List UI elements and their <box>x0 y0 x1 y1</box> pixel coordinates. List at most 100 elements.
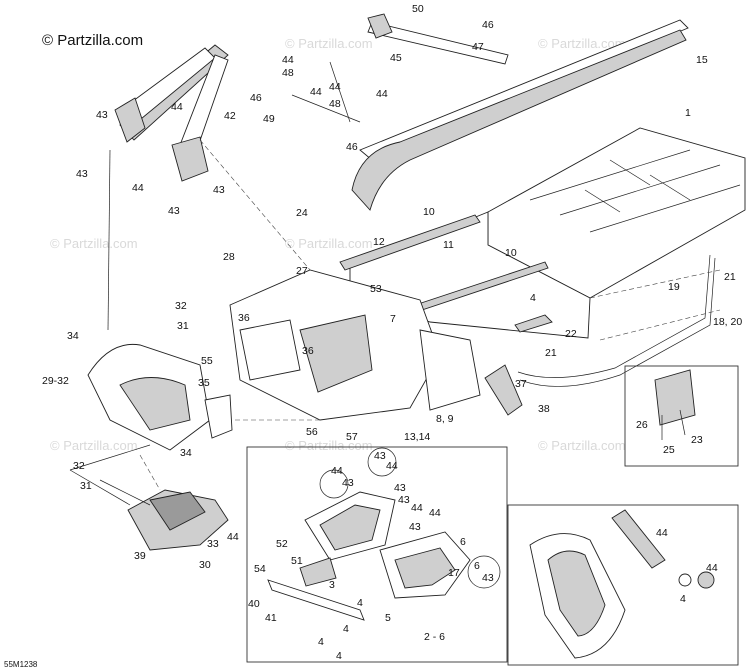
callout-label: 44 <box>331 465 343 477</box>
watermark: © Partzilla.com <box>285 438 373 453</box>
callout-label: 25 <box>663 444 675 456</box>
leader-lines <box>69 139 721 506</box>
callout-label: 30 <box>199 559 211 571</box>
callout-label: 33 <box>207 538 219 550</box>
callout-label: 4 <box>336 650 342 662</box>
callout-label: 7 <box>390 313 396 325</box>
callout-label: 31 <box>80 480 92 492</box>
callout-label: 21 <box>724 271 736 283</box>
callout-label: 40 <box>248 598 260 610</box>
drawing-code: 55M1238 <box>4 660 38 669</box>
callout-label: 42 <box>224 110 236 122</box>
callout-label: 6 <box>460 536 466 548</box>
callout-label: 44 <box>411 502 423 514</box>
callout-label: 44 <box>171 101 183 113</box>
callout-label: 44 <box>329 81 341 93</box>
copyright-text: © Partzilla.com <box>42 32 143 49</box>
callout-label: 5 <box>385 612 391 624</box>
inset-idler-detail <box>529 509 715 659</box>
callout-label: 44 <box>656 527 668 539</box>
callout-label: 44 <box>386 460 398 472</box>
callout-label: 44 <box>282 54 294 66</box>
callout-label: 10 <box>505 247 517 259</box>
callout-label: 4 <box>343 623 349 635</box>
callout-label: 45 <box>390 52 402 64</box>
callout-label: 12 <box>373 236 385 248</box>
callout-label: 32 <box>175 300 187 312</box>
callout-label: 55 <box>201 355 213 367</box>
callout-label: 36 <box>238 312 250 324</box>
callout-label: 24 <box>296 207 308 219</box>
callout-label: 43 <box>394 482 406 494</box>
callout-label: 44 <box>227 531 239 543</box>
callout-label: 29-32 <box>42 375 69 387</box>
callout-label: 4 <box>680 593 686 605</box>
callout-label: 43 <box>168 205 180 217</box>
inset-front-frame-detail <box>267 447 501 621</box>
callout-label: 46 <box>250 92 262 104</box>
callout-label: 19 <box>668 281 680 293</box>
callout-label: 21 <box>545 347 557 359</box>
callout-label: 11 <box>443 239 454 251</box>
callout-label: 48 <box>329 98 341 110</box>
callout-label: 4 <box>357 597 363 609</box>
callout-label: 49 <box>263 113 275 125</box>
callout-label: 44 <box>132 182 144 194</box>
callout-label: 34 <box>180 447 192 459</box>
front-nose-29-32 <box>87 343 233 451</box>
callout-labels: 50 46 47 15 44 48 45 44 48 44 46 49 44 4… <box>42 3 742 662</box>
callout-label: 52 <box>276 538 288 550</box>
callout-label: 8, 9 <box>436 413 454 425</box>
callout-label: 31 <box>177 320 189 332</box>
watermark: © Partzilla.com <box>538 36 626 51</box>
watermark-group: © Partzilla.com © Partzilla.com © Partzi… <box>50 36 626 453</box>
inset-bracket-detail <box>654 369 696 440</box>
callout-label: 43 <box>409 521 421 533</box>
callout-label: 36 <box>302 345 314 357</box>
callout-label: 53 <box>370 283 382 295</box>
callout-label: 44 <box>706 562 718 574</box>
callout-label: 15 <box>696 54 708 66</box>
inset-box-front-frame <box>246 446 508 663</box>
callout-label: 43 <box>398 494 410 506</box>
callout-label: 10 <box>423 206 435 218</box>
callout-label: 27 <box>296 265 308 277</box>
callout-label: 57 <box>346 431 358 443</box>
inset-box-bracket <box>624 365 739 467</box>
steering-column-42 <box>107 44 229 331</box>
rear-bumper-18-20 <box>517 254 716 387</box>
footrest-support-37 <box>484 364 523 416</box>
callout-label: 34 <box>67 330 79 342</box>
callout-label: 17 <box>448 567 460 579</box>
front-frame <box>229 269 481 421</box>
callout-label: 50 <box>412 3 424 15</box>
callout-label: 43 <box>482 572 494 584</box>
tunnel-strip-15 <box>351 19 689 211</box>
callout-label: 41 <box>265 612 277 624</box>
lower-bracket-30 <box>127 489 229 551</box>
callout-label: 28 <box>223 251 235 263</box>
callout-label: 43 <box>342 477 354 489</box>
callout-label: 48 <box>282 67 294 79</box>
watermark: © Partzilla.com <box>538 438 626 453</box>
callout-label: 37 <box>515 378 527 390</box>
callout-label: 43 <box>213 184 225 196</box>
callout-label: 22 <box>565 328 577 340</box>
callout-label: 47 <box>472 41 484 53</box>
inset-box-idler <box>507 504 739 666</box>
callout-label: 56 <box>306 426 318 438</box>
callout-label: 54 <box>254 563 266 575</box>
callout-label: 43 <box>374 450 386 462</box>
watermark: © Partzilla.com <box>285 36 373 51</box>
callout-label: 38 <box>538 403 550 415</box>
plate-22 <box>514 314 553 333</box>
callout-label: 23 <box>691 434 703 446</box>
callout-label: 1 <box>685 107 691 119</box>
watermark: © Partzilla.com <box>50 236 138 251</box>
callout-label: 35 <box>198 377 210 389</box>
callout-label: 39 <box>134 550 146 562</box>
steering-linkage-45 <box>291 13 509 123</box>
callout-label: 43 <box>96 109 108 121</box>
